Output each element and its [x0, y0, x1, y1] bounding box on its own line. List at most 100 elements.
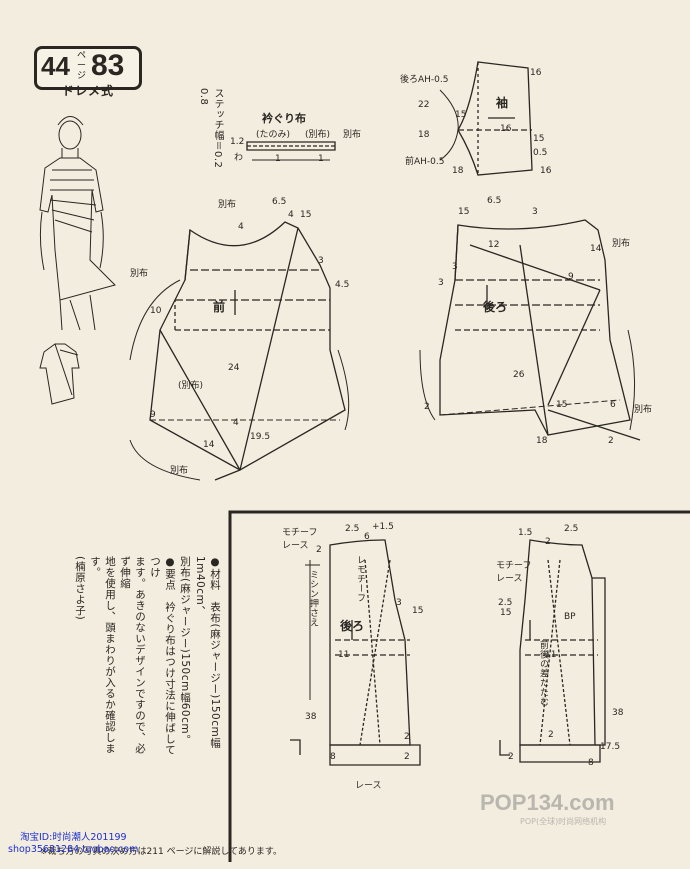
sleeve-front-armhole: 前AH-0.5	[405, 157, 445, 167]
lower-front-dim-8: 8	[588, 758, 594, 768]
lower-front-dim-25b: 2.5	[498, 598, 513, 608]
instruction-line-4: ます。あきのないデザインですので、必ず伸縮	[119, 556, 146, 754]
lower-front-dim-2b: 2	[508, 752, 514, 762]
neck-binding-cut-label: 別布	[343, 130, 362, 140]
back-dim-3c: 3	[438, 278, 444, 288]
instruction-author: (楠原さよ子)	[74, 556, 86, 621]
badge-page-number: 44	[41, 51, 70, 81]
front-dim-10: 10	[150, 306, 162, 316]
lower-back-stitch-note: ミシン押さえ	[308, 570, 318, 627]
lower-back-dim-6: 6	[364, 532, 370, 542]
badge-pattern-number: 83	[91, 49, 125, 82]
front-dim-4b: 4	[288, 210, 294, 220]
lower-back-dim-15b: 15	[412, 606, 424, 616]
sleeve-name: 袖	[496, 96, 509, 110]
sleeve-dim-15b: 15	[533, 134, 545, 144]
watermark-brand: POP134.com	[480, 790, 615, 815]
front-dim-65: 6.5	[272, 197, 287, 207]
front-piece-name: 前	[213, 300, 226, 314]
neck-binding-fold-mark: わ	[234, 153, 244, 163]
front-dim-9: 9	[150, 410, 156, 420]
neck-binding-fold-left: (たのみ)	[256, 130, 291, 140]
lower-back-dim-2a: 2	[316, 545, 322, 555]
lower-front-motif-lace: モチーフレース	[496, 561, 532, 584]
front-bodice-piece	[129, 221, 350, 481]
badge-unit: ページ	[77, 51, 87, 81]
sleeve-dim-05: 0.5	[533, 148, 548, 158]
back-dim-15: 15	[458, 207, 470, 217]
shop-id: 淘宝ID:时尚潮人201199	[20, 832, 127, 843]
lower-front-piece	[499, 539, 606, 763]
sleeve-dim-16b: 16	[500, 124, 512, 134]
front-dim-14: 14	[203, 440, 215, 450]
sleeve-dim-15a: 15	[455, 110, 467, 120]
back-piece-name: 後ろ	[483, 300, 508, 314]
front-dim-15: 15	[300, 210, 312, 220]
back-dim-26: 26	[513, 370, 525, 380]
lower-back-dim-2b: 2	[404, 732, 410, 742]
lower-back-motif-lace-2: レモチーフ	[355, 555, 365, 603]
section-frame	[228, 510, 690, 862]
front-dim-3: 3	[318, 256, 324, 266]
back-dim-9: 9	[568, 272, 574, 282]
instruction-line-1: ●材料 表布(麻ジャージー)150cm幅1m40cm、	[194, 556, 221, 749]
front-contrast-label-3: 別布	[170, 466, 189, 476]
lower-front-dim-175: 17.5	[600, 742, 621, 752]
lower-back-lace: レース	[355, 781, 382, 791]
neck-binding-strip	[246, 141, 336, 161]
lower-back-dim-2c: 2	[404, 752, 410, 762]
sleeve-piece	[439, 61, 533, 176]
front-dim-45: 4.5	[335, 280, 350, 290]
lower-front-dim-25a: 2.5	[564, 524, 579, 534]
instruction-line-2: 別布(麻ジャージー)150cm幅60cm。	[179, 556, 191, 746]
neck-binding-width: 1.2	[230, 137, 245, 147]
back-dim-18: 18	[536, 436, 548, 446]
lower-back-dim-8: 8	[330, 752, 336, 762]
lower-front-dim-2a: 2	[545, 537, 551, 547]
lower-front-name: 前後の差たたむ	[538, 640, 548, 707]
stitch-width-note: ステッチ幅＝0.2 0.8	[198, 88, 223, 169]
lower-back-motif-lace: モチーフレース	[282, 528, 318, 551]
page-badge: 44 ページ 83	[34, 46, 142, 90]
back-dim-14: 14	[590, 244, 602, 254]
sleeve-dim-18a: 18	[418, 130, 430, 140]
back-dim-2: 2	[424, 402, 430, 412]
back-dim-65: 6.5	[487, 196, 502, 206]
lower-front-dim-2c: 2	[548, 730, 554, 740]
neck-binding-title: 衿ぐり布	[262, 112, 306, 125]
back-dim-2b: 2	[608, 436, 614, 446]
back-dim-3b: 3	[452, 262, 458, 272]
front-dim-4a: 4	[238, 222, 244, 232]
front-dim-24: 24	[228, 363, 240, 373]
back-dim-12: 12	[488, 240, 500, 250]
lower-front-dim-15b: 15	[500, 608, 512, 618]
lower-back-dim-38: 38	[305, 712, 317, 722]
shop-url: shop35631284.taobao.com	[8, 844, 139, 855]
sleeve-back-armhole: 後ろAH-0.5	[400, 75, 449, 85]
front-dim-195: 19.5	[250, 432, 271, 442]
garment-thumbnail	[39, 343, 80, 405]
lower-back-dim-11: 11	[338, 650, 350, 660]
back-bodice-piece	[419, 219, 641, 441]
lower-back-dim-15: +1.5	[372, 522, 394, 532]
lower-back-dim-25: 2.5	[345, 524, 360, 534]
front-dim-4c: 4	[233, 418, 239, 428]
lower-front-dim-15a: 1.5	[518, 528, 533, 538]
neck-binding-dim-1: 1	[275, 154, 281, 164]
back-dim-3a: 3	[532, 207, 538, 217]
back-contrast-label-1: 別布	[612, 239, 631, 249]
instruction-line-5: 地を使用し、頭まわりが入るか確認します。	[89, 556, 116, 754]
lower-back-dim-3: 3	[396, 598, 402, 608]
figure-illustration	[39, 116, 116, 331]
footer-note: ※裁ち方の写真の決め方は211 ページに解説してあります。	[40, 847, 282, 857]
sleeve-dim-22: 22	[418, 100, 430, 110]
neck-binding-fold-right: (別布)	[305, 130, 331, 140]
back-dim-15b: 15	[556, 400, 568, 410]
front-contrast-label-2: 別布	[130, 269, 149, 279]
lower-front-dim-38: 38	[612, 708, 624, 718]
watermark-sub: POP(全球)时尚网络机构	[520, 817, 607, 826]
lower-front-dim-11: 11	[545, 650, 557, 660]
sleeve-dim-16a: 16	[530, 68, 542, 78]
sleeve-dim-16c: 16	[540, 166, 552, 176]
